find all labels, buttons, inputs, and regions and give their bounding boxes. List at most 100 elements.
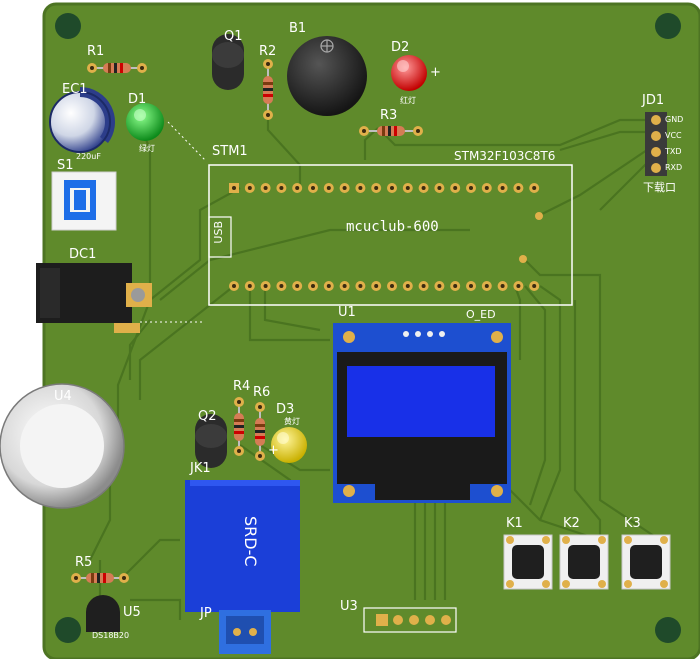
- stm32-pin-hole: [532, 186, 537, 190]
- label-stm1: STM1: [212, 144, 248, 159]
- stm32-pin-hole: [279, 186, 284, 190]
- label-u5: U5: [123, 605, 141, 620]
- stm32-pin-hole: [405, 284, 410, 288]
- silk-dotted-line-2: [167, 121, 206, 161]
- stm32-pin-hole: [484, 186, 489, 190]
- mount-hole-tl: [55, 13, 81, 39]
- stm32-pin-hole: [453, 186, 458, 190]
- stm32-pin-hole: [342, 284, 347, 288]
- label-ec1: EC1: [62, 82, 88, 97]
- stm32-pin-hole: [469, 186, 473, 190]
- stm32-pin-hole: [247, 284, 252, 288]
- relay-jk1: [185, 480, 300, 612]
- stm32-pin-hole: [437, 284, 442, 288]
- label-r4: R4: [233, 379, 251, 394]
- stm32-pin-hole: [484, 284, 489, 288]
- label-jd1-pin-gnd: GND: [665, 115, 684, 124]
- label-usb: USB: [212, 221, 225, 244]
- stm32-pin-hole: [516, 186, 521, 190]
- label-jd1-pin-rxd: RXD: [665, 163, 683, 172]
- stm32-pin-hole: [295, 284, 300, 288]
- stm32-pin-hole: [358, 284, 363, 288]
- stm32-pin-hole: [358, 186, 363, 190]
- label-d3-plus: +: [268, 443, 279, 458]
- stm32-pin-hole: [453, 284, 458, 288]
- label-u5-note: DS18B20: [92, 631, 130, 640]
- stm32-pin-hole: [232, 186, 236, 190]
- label-k2: K2: [563, 516, 580, 531]
- resistor-r3: [359, 126, 423, 136]
- usb-outline: [208, 216, 232, 258]
- stm32-via-2: [519, 255, 527, 263]
- resistor-r1: [87, 63, 147, 73]
- label-jp: JP: [200, 606, 212, 621]
- label-u3: U3: [340, 599, 358, 614]
- header-jd1: [645, 112, 667, 176]
- label-d2-note: 红灯: [400, 96, 416, 105]
- stm32-pin-hole: [311, 284, 315, 288]
- stm32-pin-hole: [326, 284, 331, 288]
- stm32-pin-hole: [232, 284, 236, 288]
- buzzer-b1: [287, 36, 367, 116]
- label-d1-note: 绿灯: [139, 144, 155, 153]
- label-jd1-pin-vcc: VCC: [665, 131, 682, 140]
- stm32-pins-bottom: [229, 281, 540, 291]
- stm32-pin-hole: [295, 186, 300, 190]
- stm32-pin-hole: [247, 186, 252, 190]
- label-k3: K3: [624, 516, 641, 531]
- label-r3: R3: [380, 108, 398, 123]
- stm32-pin-hole: [500, 186, 505, 190]
- label-u1: U1: [338, 305, 356, 320]
- label-q1: Q1: [224, 29, 243, 44]
- stm32-pin-hole: [263, 186, 268, 190]
- sensor-u5: [86, 595, 120, 632]
- dc-jack-dc1: [36, 263, 152, 333]
- led-d3: [271, 427, 307, 463]
- oled-u1: [333, 323, 511, 503]
- label-dc1: DC1: [69, 247, 97, 262]
- stm32-pin-hole: [342, 186, 347, 190]
- stm32-pin-hole: [263, 284, 268, 288]
- transistor-q2: [195, 414, 227, 468]
- button-k3: [621, 534, 671, 590]
- label-d3: D3: [276, 402, 295, 417]
- resistor-r5: [71, 573, 129, 583]
- stm32-pin-hole: [421, 186, 426, 190]
- capacitor-ec1: [49, 87, 115, 153]
- connector-jp: [219, 610, 271, 654]
- resistor-r2: [263, 59, 273, 120]
- mount-hole-tr: [655, 13, 681, 39]
- label-jd1-note: 下载口: [643, 181, 676, 194]
- mount-hole-br: [655, 617, 681, 643]
- stm32-pin-hole: [374, 284, 379, 288]
- label-s1: S1: [57, 158, 74, 173]
- label-r2: R2: [259, 44, 277, 59]
- label-u4: U4: [54, 389, 72, 404]
- label-d1: D1: [128, 92, 147, 107]
- label-mcuclub: mcuclub-600: [346, 219, 439, 235]
- stm32-pin-hole: [374, 186, 379, 190]
- stm32-pin-hole: [326, 186, 331, 190]
- header-u3: [363, 607, 457, 633]
- switch-s1: [51, 171, 117, 231]
- stm32-via-1: [535, 212, 543, 220]
- stm32-pin-hole: [500, 284, 505, 288]
- stm32-pin-hole: [421, 284, 426, 288]
- label-d2-plus: +: [430, 65, 441, 80]
- label-d2: D2: [391, 40, 410, 55]
- label-r1: R1: [87, 44, 105, 59]
- resistor-r4: [234, 397, 244, 456]
- label-stm32: STM32F103C8T6: [454, 149, 556, 163]
- resistor-r6: [255, 402, 265, 461]
- stm32-pins-top: [229, 183, 540, 193]
- stm32-pin-hole: [311, 186, 315, 190]
- label-d3-note: 黄灯: [284, 417, 300, 426]
- stm32-pin-hole: [532, 284, 537, 288]
- stm32-pin-hole: [405, 186, 410, 190]
- label-b1: B1: [289, 21, 307, 36]
- button-k2: [559, 534, 609, 590]
- stm32-pin-hole: [516, 284, 521, 288]
- sensor-u4: [0, 383, 125, 509]
